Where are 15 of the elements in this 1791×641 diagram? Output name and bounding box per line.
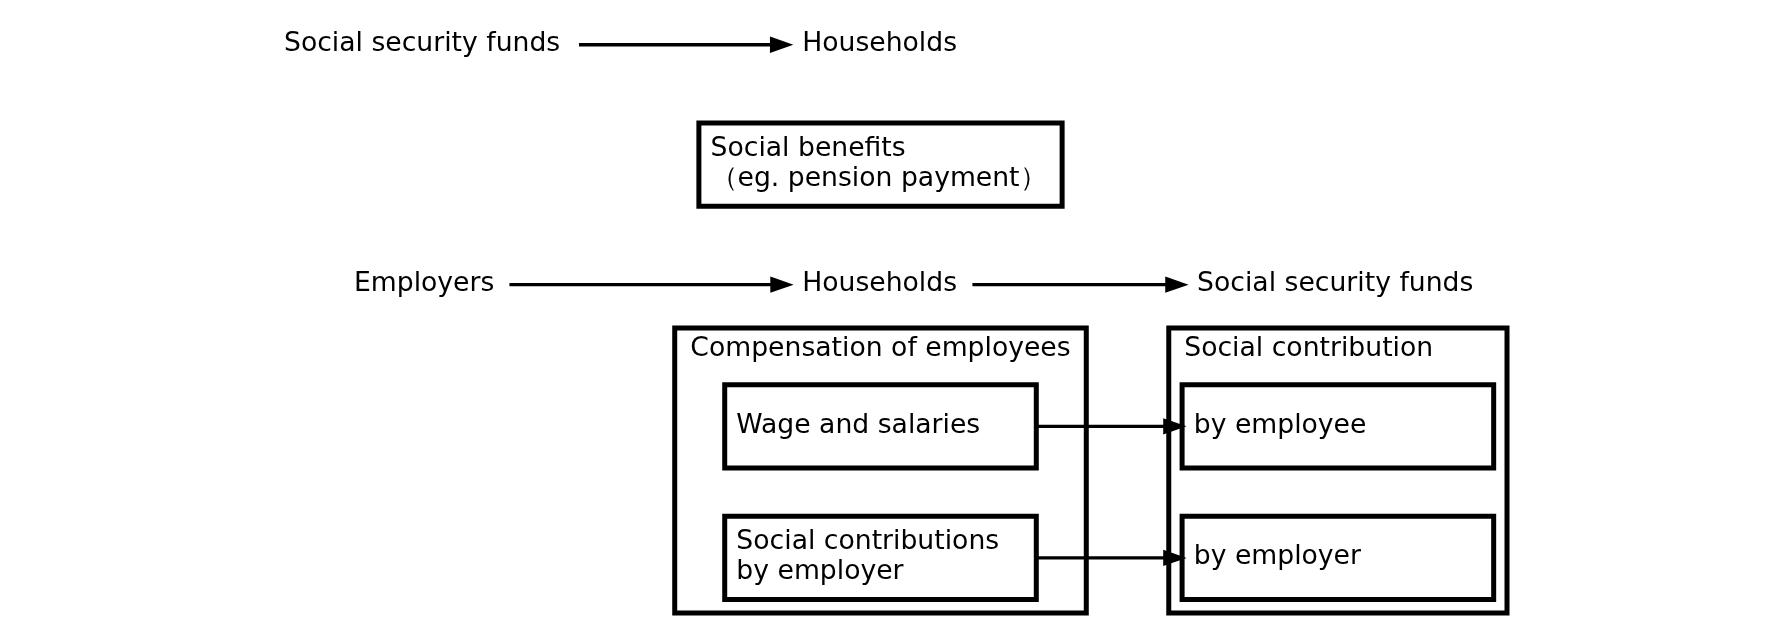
node-box: Social contributions by employer xyxy=(722,513,1039,603)
arrow xyxy=(972,276,1189,293)
arrow xyxy=(509,276,794,293)
node-box: by employee xyxy=(1179,382,1497,471)
node-text: Households xyxy=(802,26,958,58)
node-box: by employer xyxy=(1179,513,1497,603)
node-text: Households xyxy=(802,266,958,298)
node-text: Social security funds xyxy=(1197,266,1474,298)
arrow xyxy=(1036,418,1187,435)
node-text: Social security funds xyxy=(283,26,561,58)
node-box: Social benefits （eg. pension payment） xyxy=(696,120,1065,209)
node-box: Wage and salaries xyxy=(722,382,1039,471)
node-text: Employers xyxy=(353,266,495,298)
arrow xyxy=(579,36,794,53)
arrow xyxy=(1036,549,1187,567)
